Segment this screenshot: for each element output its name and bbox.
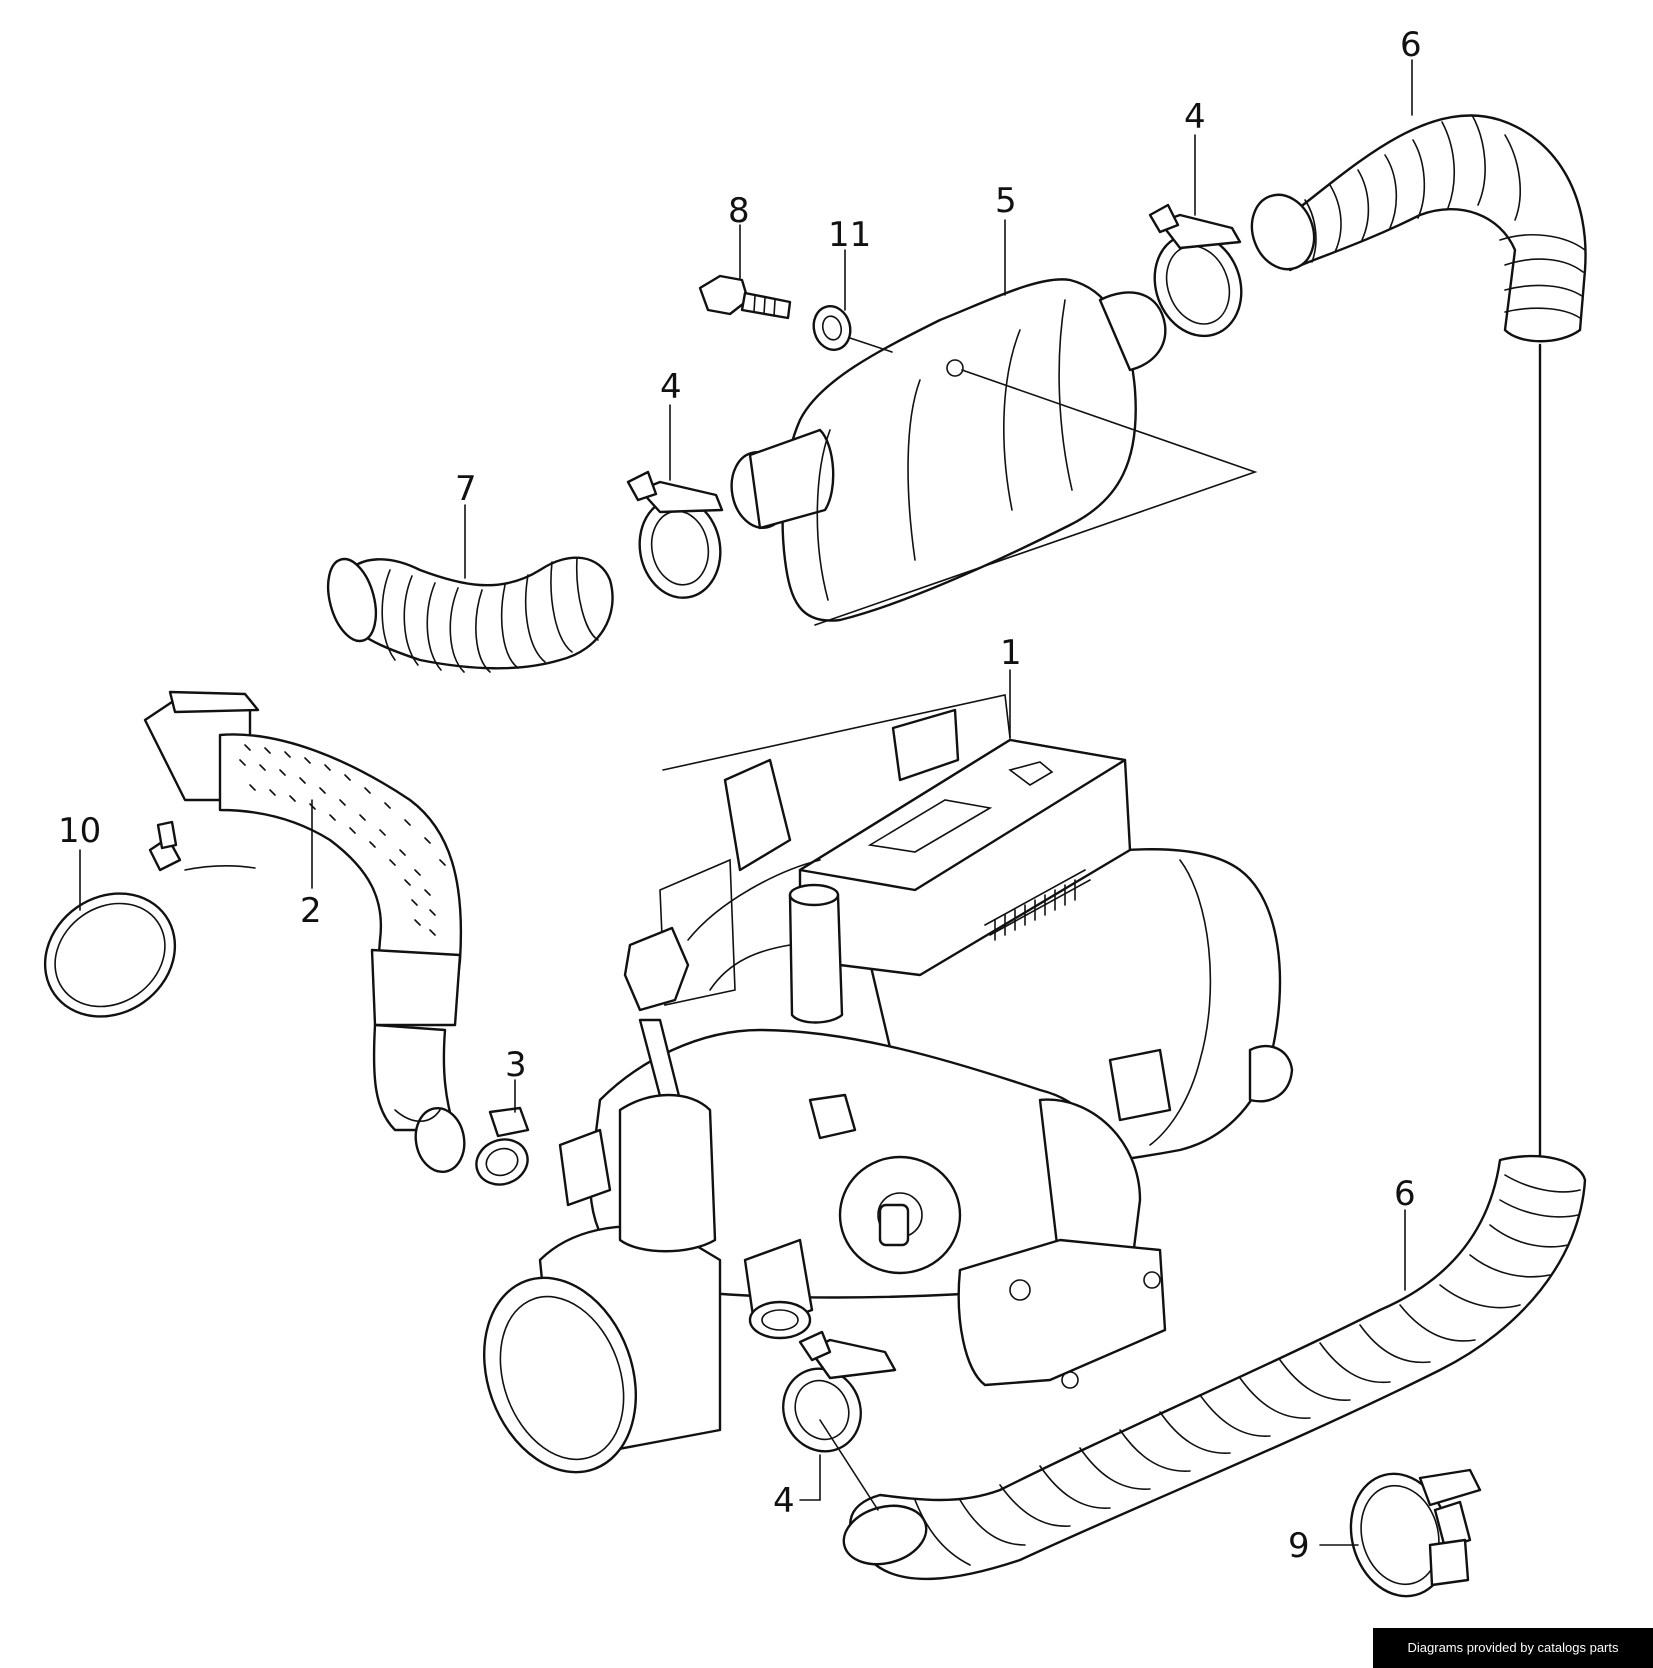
hose-clamp-9[interactable] [1338, 1463, 1482, 1608]
callout-4-top: 4 [1184, 97, 1206, 137]
callout-1: 1 [1000, 633, 1022, 673]
assembly-line-heater [662, 694, 1011, 771]
exhaust-hose-upper[interactable] [1242, 114, 1587, 343]
callout-2: 2 [300, 891, 322, 931]
callout-7: 7 [455, 469, 477, 509]
credit-banner: Diagrams provided by catalogs parts [1373, 1628, 1653, 1668]
flexible-tube-7[interactable] [320, 554, 614, 673]
callout-6-top: 6 [1400, 25, 1422, 65]
callout-9: 9 [1288, 1526, 1310, 1566]
callout-6-bottom: 6 [1394, 1174, 1416, 1214]
hose-clamp-4-bottom[interactable] [770, 1330, 897, 1464]
hose-clamp-4-top[interactable] [1141, 203, 1256, 348]
exhaust-muffler[interactable] [726, 278, 1167, 622]
leader-lines [79, 59, 1413, 1546]
callout-10: 10 [58, 811, 101, 851]
callout-5: 5 [995, 181, 1017, 221]
hose-clamp-3[interactable] [470, 1106, 534, 1192]
callout-3: 3 [505, 1045, 527, 1085]
combustion-air-hose[interactable] [143, 690, 469, 1176]
callout-11: 11 [828, 215, 871, 255]
callout-8: 8 [728, 191, 750, 231]
exhaust-hose-lower[interactable] [837, 1154, 1587, 1581]
callout-4-middle: 4 [660, 367, 682, 407]
hose-clamp-4-middle[interactable] [626, 470, 728, 604]
heater-assembly[interactable] [458, 708, 1294, 1494]
hex-bolt[interactable] [698, 274, 792, 320]
cable-tie[interactable] [21, 820, 256, 1042]
callout-4-bottom: 4 [773, 1481, 795, 1521]
assembly-line-muffler [814, 369, 1258, 626]
washer[interactable] [809, 302, 855, 354]
